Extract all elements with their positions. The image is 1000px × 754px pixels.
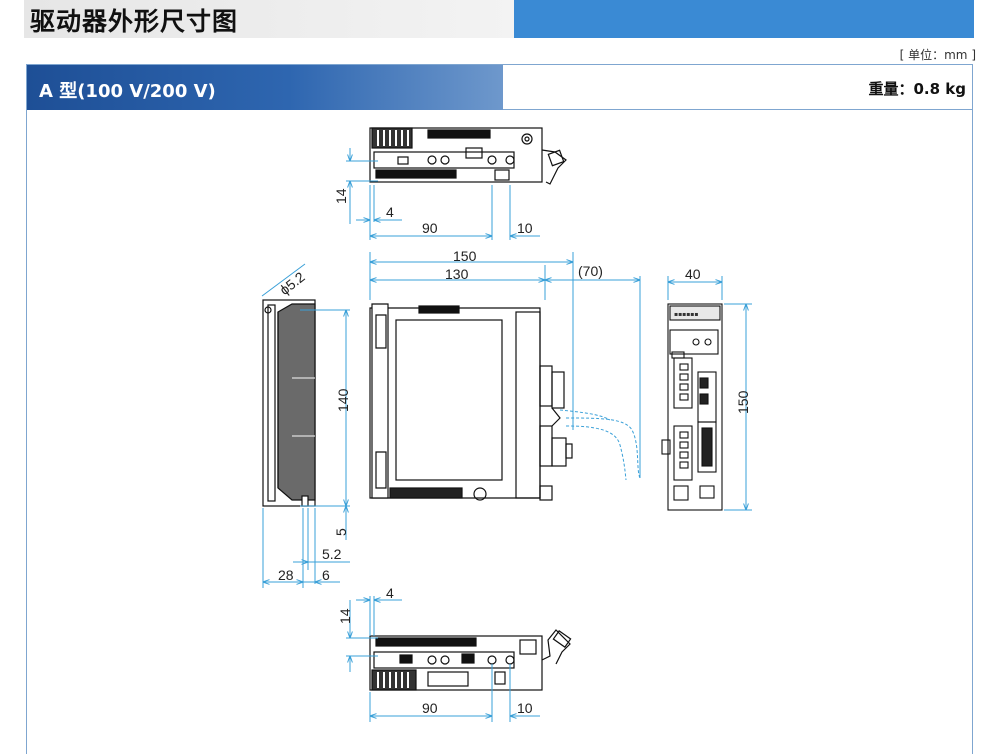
dim-top-14: 14 [333, 188, 349, 204]
dim-bottom-90: 90 [422, 700, 438, 716]
dim-bottom-10: 10 [517, 700, 533, 716]
dim-140: 140 [335, 388, 351, 412]
dim-hole: ϕ5.2 [276, 268, 308, 298]
weight-label: 重量：0.8 kg [868, 80, 966, 98]
dim-5: 5 [333, 528, 349, 536]
bottom-view [369, 629, 572, 691]
cable-dashes [559, 409, 641, 481]
unit-label: [ 单位：mm ] [899, 48, 976, 62]
drawing-frame [26, 64, 973, 754]
front-panel-view: ▪▪▪▪▪▪ [661, 303, 723, 511]
brand-mark: ▪▪▪▪▪▪ [674, 311, 698, 318]
dim-130: 130 [445, 266, 469, 282]
dim-28: 28 [278, 567, 294, 583]
dim-bottom-14: 14 [337, 608, 353, 624]
page-title: 驱动器外形尺寸图 [30, 7, 239, 36]
dim-150-width: 150 [453, 248, 477, 264]
dim-top-4: 4 [386, 204, 394, 220]
title-bar-accent [514, 0, 974, 38]
side-view [262, 299, 316, 507]
front-view [369, 303, 573, 501]
dim-bottom-4: 4 [386, 585, 394, 601]
section-rule [503, 109, 972, 110]
top-view-dims [346, 148, 540, 240]
title-bar: 驱动器外形尺寸图 [24, 0, 974, 38]
dim-40: 40 [685, 266, 701, 282]
side-view-dims [261, 263, 350, 588]
dim-70: (70) [578, 263, 603, 279]
dim-6: 6 [322, 567, 330, 583]
section-title: A 型(100 V/200 V) [39, 81, 216, 102]
top-view [369, 127, 567, 185]
dim-150-height: 150 [735, 390, 751, 414]
front-view-dims [369, 252, 641, 478]
dim-top-90: 90 [422, 220, 438, 236]
dim-top-10: 10 [517, 220, 533, 236]
front-panel-dims [667, 276, 752, 511]
title-bar-left [24, 0, 514, 38]
dim-5-2: 5.2 [322, 546, 342, 562]
bottom-view-dims [346, 596, 540, 722]
section-header: A 型(100 V/200 V) [27, 65, 503, 110]
